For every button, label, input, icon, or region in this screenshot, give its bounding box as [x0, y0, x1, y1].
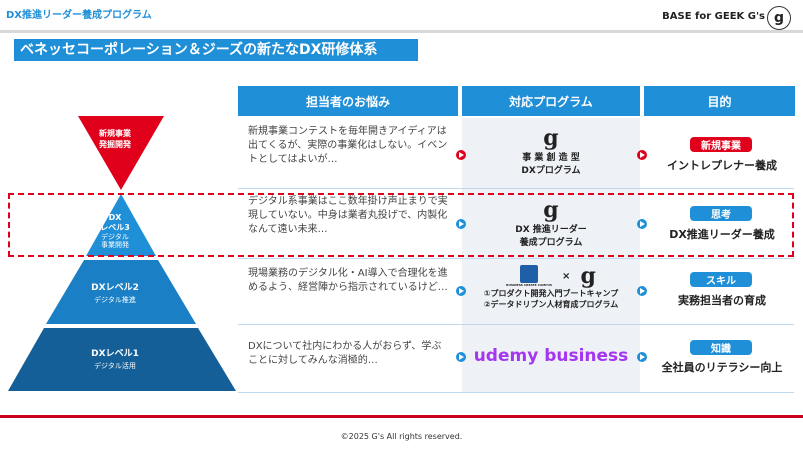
- badge-thinking: 思考: [690, 206, 752, 221]
- footer-divider: [0, 415, 803, 418]
- goal-text: DX推進リーダー養成: [669, 228, 775, 241]
- pyramid-level2-label: DXレベル2 デジタル推進: [91, 283, 139, 304]
- copyright: ©2025 G's All rights reserved.: [340, 432, 463, 441]
- badge-skill: スキル: [690, 272, 752, 287]
- brand-name: BASE for GEEK G's: [662, 11, 765, 22]
- gs-logo: g: [767, 6, 791, 30]
- goal-text: 実務担当者の育成: [678, 294, 766, 307]
- program-new-business: g 事 業 創 造 型 DXプログラム: [462, 126, 640, 176]
- goal-text: イントレプレナー養成: [667, 159, 777, 172]
- column-header-goal: 目的: [644, 86, 795, 116]
- pyramid-top-new-business: [78, 116, 164, 190]
- column-header-program: 対応プログラム: [462, 86, 640, 116]
- arrow-right-icon: [637, 286, 647, 296]
- arrow-right-icon: [637, 219, 647, 229]
- pyramid-level1: [8, 328, 236, 391]
- badge-knowledge: 知識: [690, 340, 752, 355]
- concern-text: デジタル系事業はここ数年掛け声止まりで実現していない。中身は業者丸投げで、内製化…: [248, 196, 448, 235]
- pyramid-level2: [46, 260, 196, 324]
- slide-title: ベネッセコーポレーション＆ジーズの新たなDX研修体系: [14, 39, 418, 61]
- partner-label: BUSINESS CREATE CAMPUS: [506, 283, 553, 287]
- arrow-right-icon: [637, 150, 647, 160]
- program-dx-leader: g DX 推進リーダー 養成プログラム: [462, 198, 640, 248]
- program-bootcamp: BUSINESS CREATE CAMPUS × g ①プロダクト開発入門ブート…: [483, 263, 619, 309]
- badge-new-business: 新規事業: [690, 137, 752, 152]
- g-logo-icon: g: [580, 263, 596, 289]
- goal-text: 全社員のリテラシー向上: [661, 361, 783, 374]
- dx-level-pyramid: [8, 116, 236, 391]
- arrow-right-icon: [456, 150, 466, 160]
- pyramid-level1-label: DXレベル1 デジタル活用: [91, 349, 139, 370]
- row-divider: [238, 324, 794, 325]
- row-divider: [238, 188, 794, 189]
- highlight-dashed-box: [8, 193, 794, 257]
- arrow-right-icon: [456, 219, 466, 229]
- pyramid-level3: [86, 194, 156, 256]
- pyramid-top-label: 新規事業発掘開発: [99, 129, 131, 149]
- arrow-right-icon: [456, 286, 466, 296]
- udemy-business-logo: udemy business: [473, 346, 629, 366]
- concern-text: 新規事業コンテストを毎年開きアイディアは出てくるが、実際の事業化はしない。イベン…: [248, 126, 448, 165]
- column-header-concern: 担当者のお悩み: [238, 86, 458, 116]
- row-divider: [238, 258, 794, 259]
- arrow-right-icon: [637, 352, 647, 362]
- program-udemy: udemy business: [462, 346, 640, 366]
- row-divider: [238, 392, 794, 393]
- g-logo-icon: g: [543, 125, 559, 151]
- g-logo-icon: g: [543, 197, 559, 223]
- concern-text: 現場業務のデジタル化・AI導入で合理化を進めるよう、経営陣から指示されているけど…: [248, 268, 448, 293]
- cross-icon: ×: [562, 270, 571, 282]
- header-divider: [0, 30, 803, 33]
- arrow-right-icon: [456, 352, 466, 362]
- business-create-campus-logo-icon: [520, 265, 539, 283]
- breadcrumb: DX推進リーダー養成プログラム: [6, 10, 152, 21]
- concern-text: DXについて社内にわかる人がおらず、学ぶことに対してみんな消極的…: [248, 341, 442, 366]
- logo-letter: g: [773, 10, 785, 26]
